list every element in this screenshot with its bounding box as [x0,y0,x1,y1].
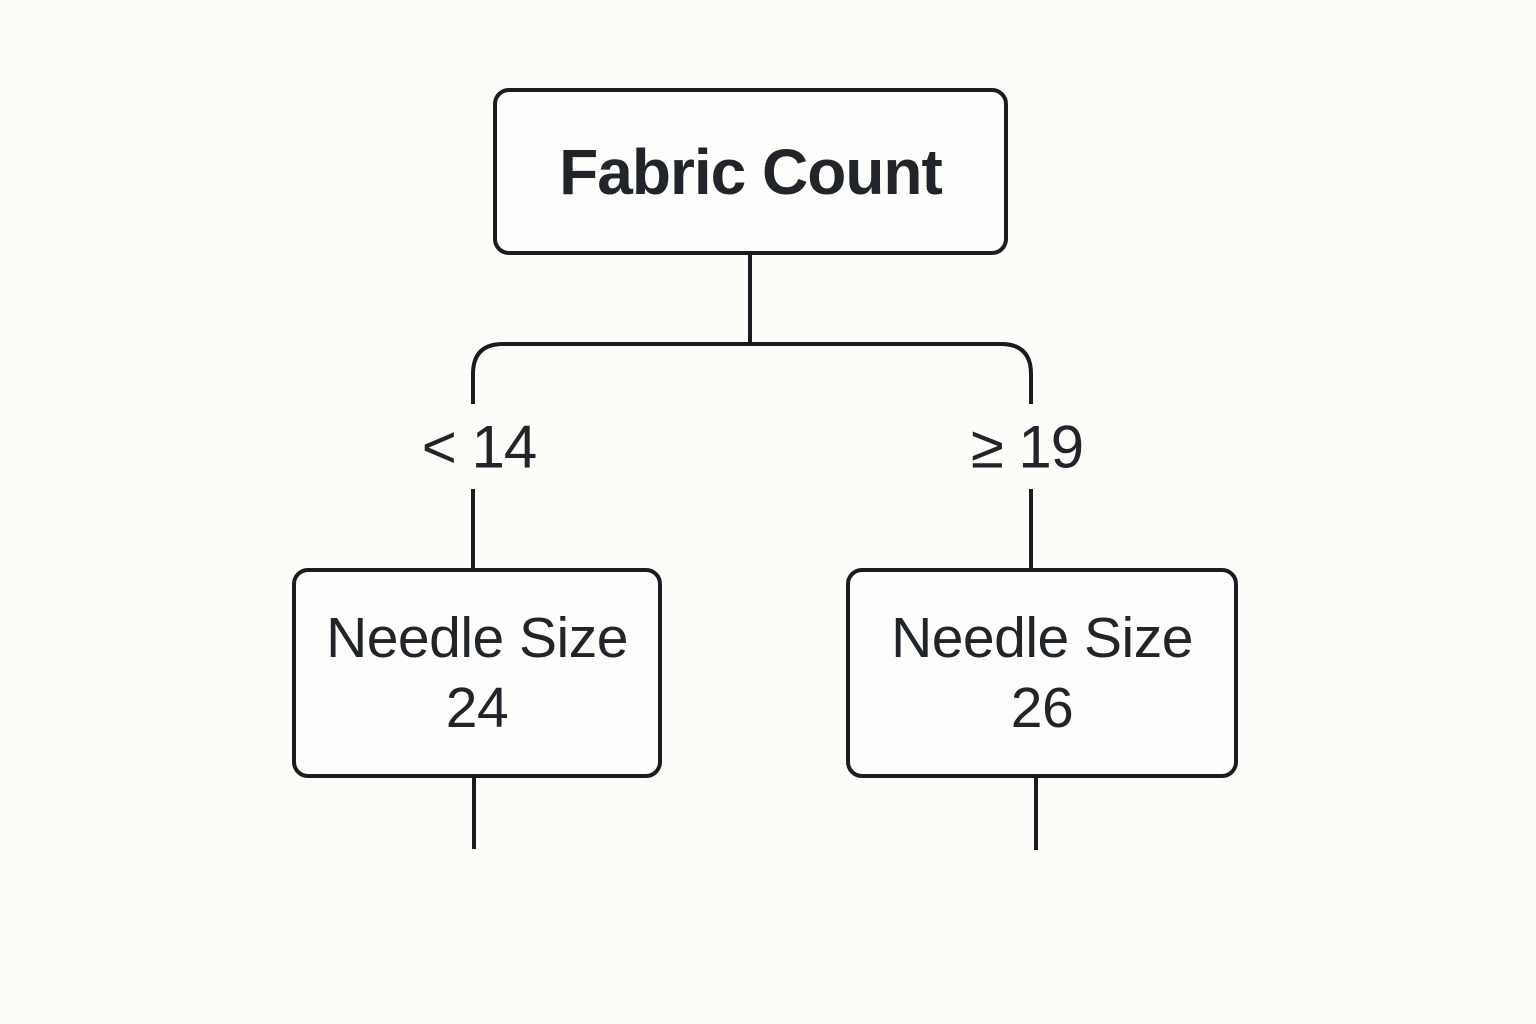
node-label-line1: Needle Size [326,606,628,670]
node-root-label: Fabric Count [559,135,943,208]
node-label-line1: Needle Size [891,606,1193,670]
node-needle-size-26: Needle Size 26 [846,568,1238,778]
connector-branch-bar [471,342,1033,404]
node-needle-size-24: Needle Size 24 [292,568,662,778]
node-root-fabric-count: Fabric Count [493,88,1008,255]
node-label-line2: 24 [445,676,509,740]
edge-label-less-than-14: < 14 [421,413,537,481]
edge-label-greater-equal-19: ≥ 19 [970,413,1084,481]
node-label-line2: 26 [1010,676,1074,740]
